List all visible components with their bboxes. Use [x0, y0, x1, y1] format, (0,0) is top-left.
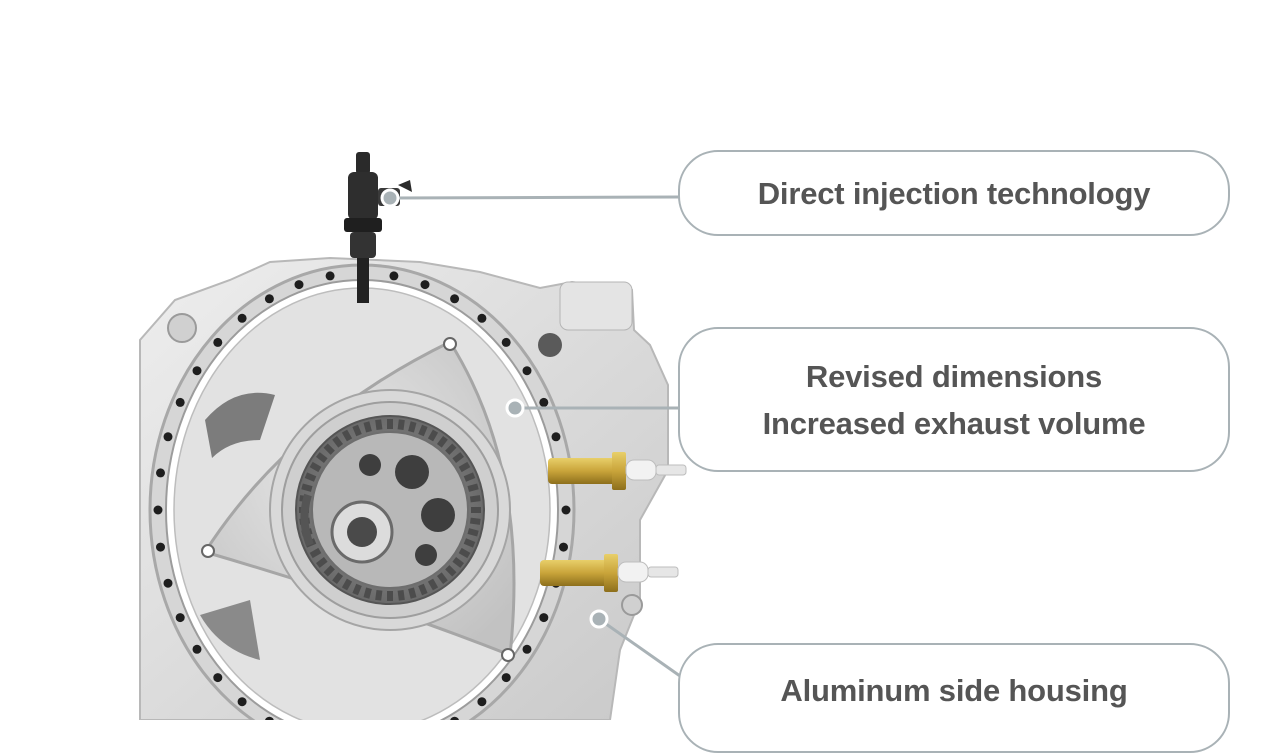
intake-port [200, 600, 260, 660]
bolt-holes [153, 268, 571, 720]
internal-gear [269, 389, 511, 631]
callout-direct-injection: Direct injection technology [678, 150, 1230, 236]
callout-side-housing: Aluminum side housing [678, 643, 1230, 753]
leader-line-injection [380, 188, 681, 208]
callout-label: Aluminum side housing [780, 673, 1128, 708]
callout-label: Direct injection technology [757, 175, 1151, 211]
callout-rotor: Revised dimensions Increased exhaust vol… [678, 327, 1230, 472]
intake-port [205, 392, 275, 458]
callout-label-line2: Increased exhaust volume [762, 405, 1146, 441]
rotary-engine-illustration [139, 152, 687, 720]
spark-plug-leading [548, 452, 687, 490]
leader-line-housing [589, 609, 681, 678]
callout-label-line1: Revised dimensions [805, 358, 1103, 394]
spark-plug-trailing [540, 554, 679, 592]
leader-line-rotor [505, 398, 680, 418]
